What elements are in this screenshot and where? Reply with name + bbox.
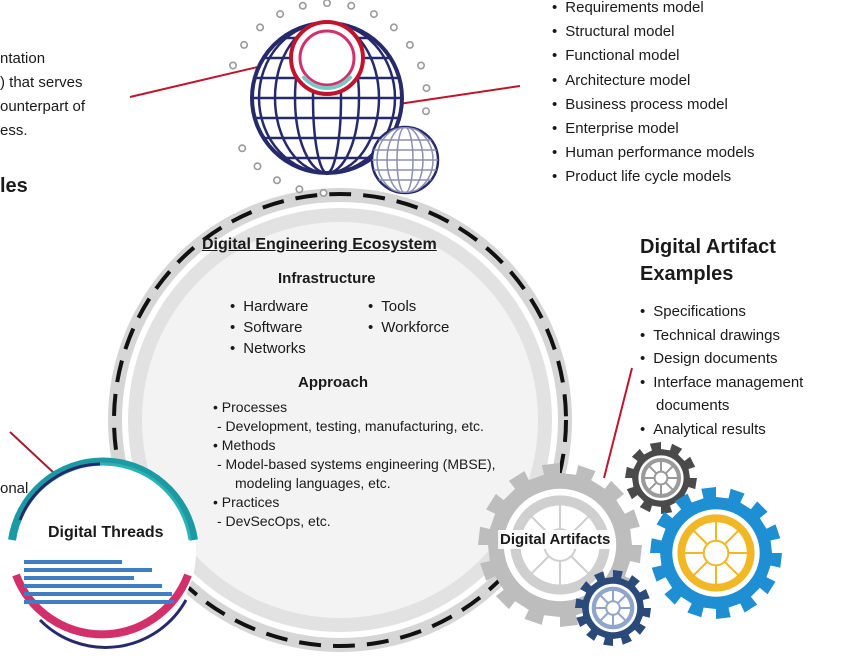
artifact-example-item: Analytical results xyxy=(640,418,803,442)
twin-definition-line-4: ess. xyxy=(0,122,28,139)
approach-item: • Methods xyxy=(213,437,276,453)
lens-icon xyxy=(289,20,365,96)
infrastructure-item: Software xyxy=(230,317,308,338)
artifact-examples-heading-line1: Digital Artifact xyxy=(640,236,776,258)
artifact-example-item: Interface management xyxy=(640,371,803,395)
ring-dot xyxy=(416,61,425,70)
model-list-item: Functional model xyxy=(552,44,755,68)
ring-dot xyxy=(389,23,398,32)
approach-list: • Processes - Development, testing, manuf… xyxy=(213,398,496,531)
ring-dot xyxy=(229,61,238,70)
infrastructure-heading: Infrastructure xyxy=(278,270,376,287)
ecosystem-title: Digital Engineering Ecosystem xyxy=(202,236,437,253)
artifact-examples-heading-line2: Examples xyxy=(640,263,734,285)
approach-heading: Approach xyxy=(298,374,369,391)
artifact-examples-list: SpecificationsTechnical drawingsDesign d… xyxy=(640,300,803,441)
approach-item: • Practices xyxy=(213,494,280,510)
examples-heading-fragment: les xyxy=(0,175,28,197)
artifact-example-item: Specifications xyxy=(640,300,803,324)
artifact-example-item: Technical drawings xyxy=(640,324,803,348)
model-list: Requirements modelStructural modelFuncti… xyxy=(552,0,755,190)
ring-dot xyxy=(405,40,414,49)
twin-definition-line-2: ) that serves xyxy=(0,74,83,91)
infrastructure-item: Workforce xyxy=(368,317,449,338)
approach-detail: modeling languages, etc. xyxy=(235,475,391,491)
ring-dot xyxy=(347,1,356,10)
approach-detail: - Model-based systems engineering (MBSE)… xyxy=(217,456,496,472)
artifact-example-item: Design documents xyxy=(640,347,803,371)
model-list-item: Business process model xyxy=(552,93,755,117)
models-connector-line xyxy=(391,85,521,106)
twin-definition-line-3: ounterpart of xyxy=(0,98,86,115)
model-list-item: Architecture model xyxy=(552,69,755,93)
ring-dot xyxy=(253,162,262,171)
model-list-item: Enterprise model xyxy=(552,117,755,141)
infrastructure-col1: HardwareSoftwareNetworks xyxy=(230,296,308,359)
ring-dot xyxy=(238,144,247,153)
ring-dot xyxy=(369,10,378,19)
navy-gear-icon xyxy=(575,570,651,646)
twin-definition-line-1: ntation xyxy=(0,50,46,67)
ring-dot xyxy=(298,1,307,10)
approach-item: • Processes xyxy=(213,399,288,415)
approach-detail: - Development, testing, manufacturing, e… xyxy=(217,418,484,434)
model-list-item: Requirements model xyxy=(552,0,755,20)
infrastructure-item: Hardware xyxy=(230,296,308,317)
digital-threads-label: Digital Threads xyxy=(48,524,164,541)
model-list-item: Human performance models xyxy=(552,141,754,165)
ring-dot xyxy=(323,0,331,7)
model-list-item: Structural model xyxy=(552,20,755,44)
ring-dot xyxy=(421,107,430,116)
ring-dot xyxy=(319,188,328,197)
blue-gear-icon xyxy=(650,487,782,619)
infrastructure-item: Networks xyxy=(230,338,308,359)
ring-dot xyxy=(272,176,281,185)
model-list-item: Product life cycle models xyxy=(552,165,755,189)
infrastructure-col2: ToolsWorkforce xyxy=(368,296,449,338)
approach-detail: - DevSecOps, etc. xyxy=(217,513,331,529)
ring-dot xyxy=(276,10,285,19)
ring-dot xyxy=(256,23,265,32)
artifact-example-wrap: documents xyxy=(656,397,730,414)
digital-threads-icon xyxy=(8,457,198,649)
ring-dot xyxy=(422,84,431,93)
infrastructure-item: Tools xyxy=(368,296,449,317)
ring-dot xyxy=(240,40,249,49)
dashed-ring xyxy=(112,192,568,648)
digital-artifacts-label: Digital Artifacts xyxy=(498,530,613,549)
ring-dot xyxy=(295,185,304,194)
threads-definition-fragment: onal xyxy=(0,480,29,497)
dark-gear-icon xyxy=(625,442,697,514)
small-globe-icon xyxy=(370,125,440,195)
artifacts-connector-line xyxy=(603,367,633,479)
